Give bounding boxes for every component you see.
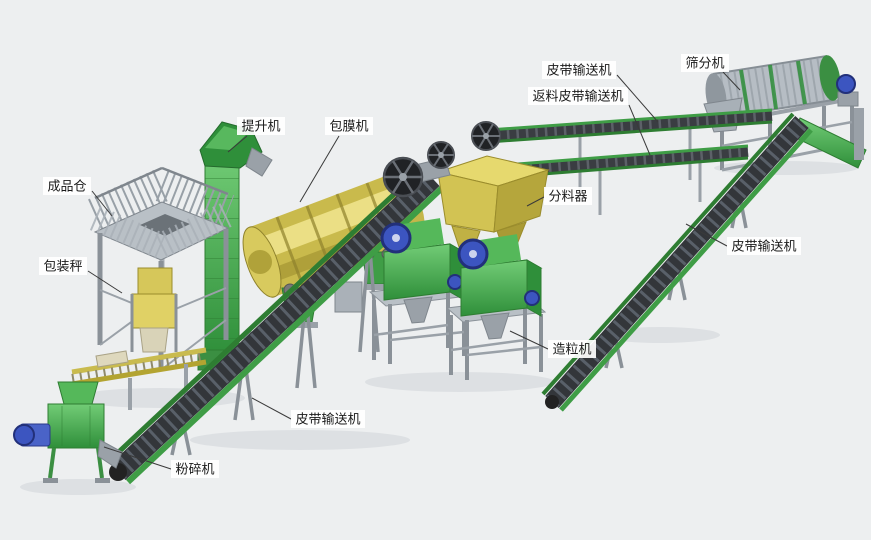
product-bin-platform: [88, 166, 235, 371]
label-text: 包装秤: [43, 259, 82, 274]
label-return-belt-conveyor: 返料皮带输送机: [528, 87, 651, 156]
leader-line: [722, 71, 741, 91]
leader-line: [526, 196, 545, 207]
label-text: 皮带输送机: [546, 63, 611, 78]
screen-motor: [836, 74, 856, 94]
label-screening-machine: 筛分机: [681, 54, 741, 91]
label-text: 返料皮带输送机: [532, 89, 623, 104]
label-text: 分料器: [548, 189, 587, 204]
label-text: 粉碎机: [175, 462, 214, 477]
crusher-motor: [13, 424, 35, 446]
label-text: 造粒机: [552, 342, 591, 357]
label-text: 包膜机: [329, 119, 368, 134]
bag: [139, 327, 169, 353]
label-text: 筛分机: [685, 56, 724, 71]
label-text: 成品仓: [47, 179, 86, 194]
leader-line: [628, 104, 651, 156]
label-crusher: 粉碎机: [103, 446, 219, 478]
leader-line: [299, 135, 340, 203]
label-text: 皮带输送机: [731, 239, 796, 254]
packing-scale-machine: [130, 267, 178, 353]
leader-line: [251, 397, 292, 420]
head-pulley-wheel: [471, 121, 501, 151]
screening-machine: [703, 55, 867, 172]
main-conveyor-head-pulleys: [382, 141, 455, 198]
leader-line: [87, 270, 123, 294]
leader-line: [227, 135, 248, 153]
label-distributor: 分料器: [526, 187, 592, 207]
leader-line: [616, 74, 659, 123]
top-belt-conveyor: [471, 108, 773, 200]
granulator-1: [368, 218, 470, 364]
label-belt-conveyor-right: 皮带输送机: [685, 223, 801, 255]
labels: 提升机 包膜机 成品仓 包装秤 粉碎机 皮带输送机: [39, 54, 801, 478]
label-belt-conveyor-main: 皮带输送机: [251, 397, 365, 428]
label-text: 提升机: [241, 119, 280, 134]
label-hoist: 提升机: [227, 117, 285, 153]
label-granulator: 造粒机: [509, 330, 596, 358]
crusher-machine: [13, 381, 123, 483]
leader-line: [685, 223, 728, 247]
granulator-2: [445, 234, 547, 380]
leader-line: [91, 190, 113, 217]
label-packing-scale: 包装秤: [39, 257, 123, 294]
leader-line: [509, 330, 549, 350]
leader-line: [103, 446, 172, 470]
bag: [95, 350, 129, 368]
label-finished-product-bin: 成品仓: [43, 177, 113, 217]
label-belt-conveyor-top: 皮带输送机: [542, 61, 659, 123]
label-text: 皮带输送机: [295, 412, 360, 427]
label-coating-machine: 包膜机: [299, 117, 373, 203]
